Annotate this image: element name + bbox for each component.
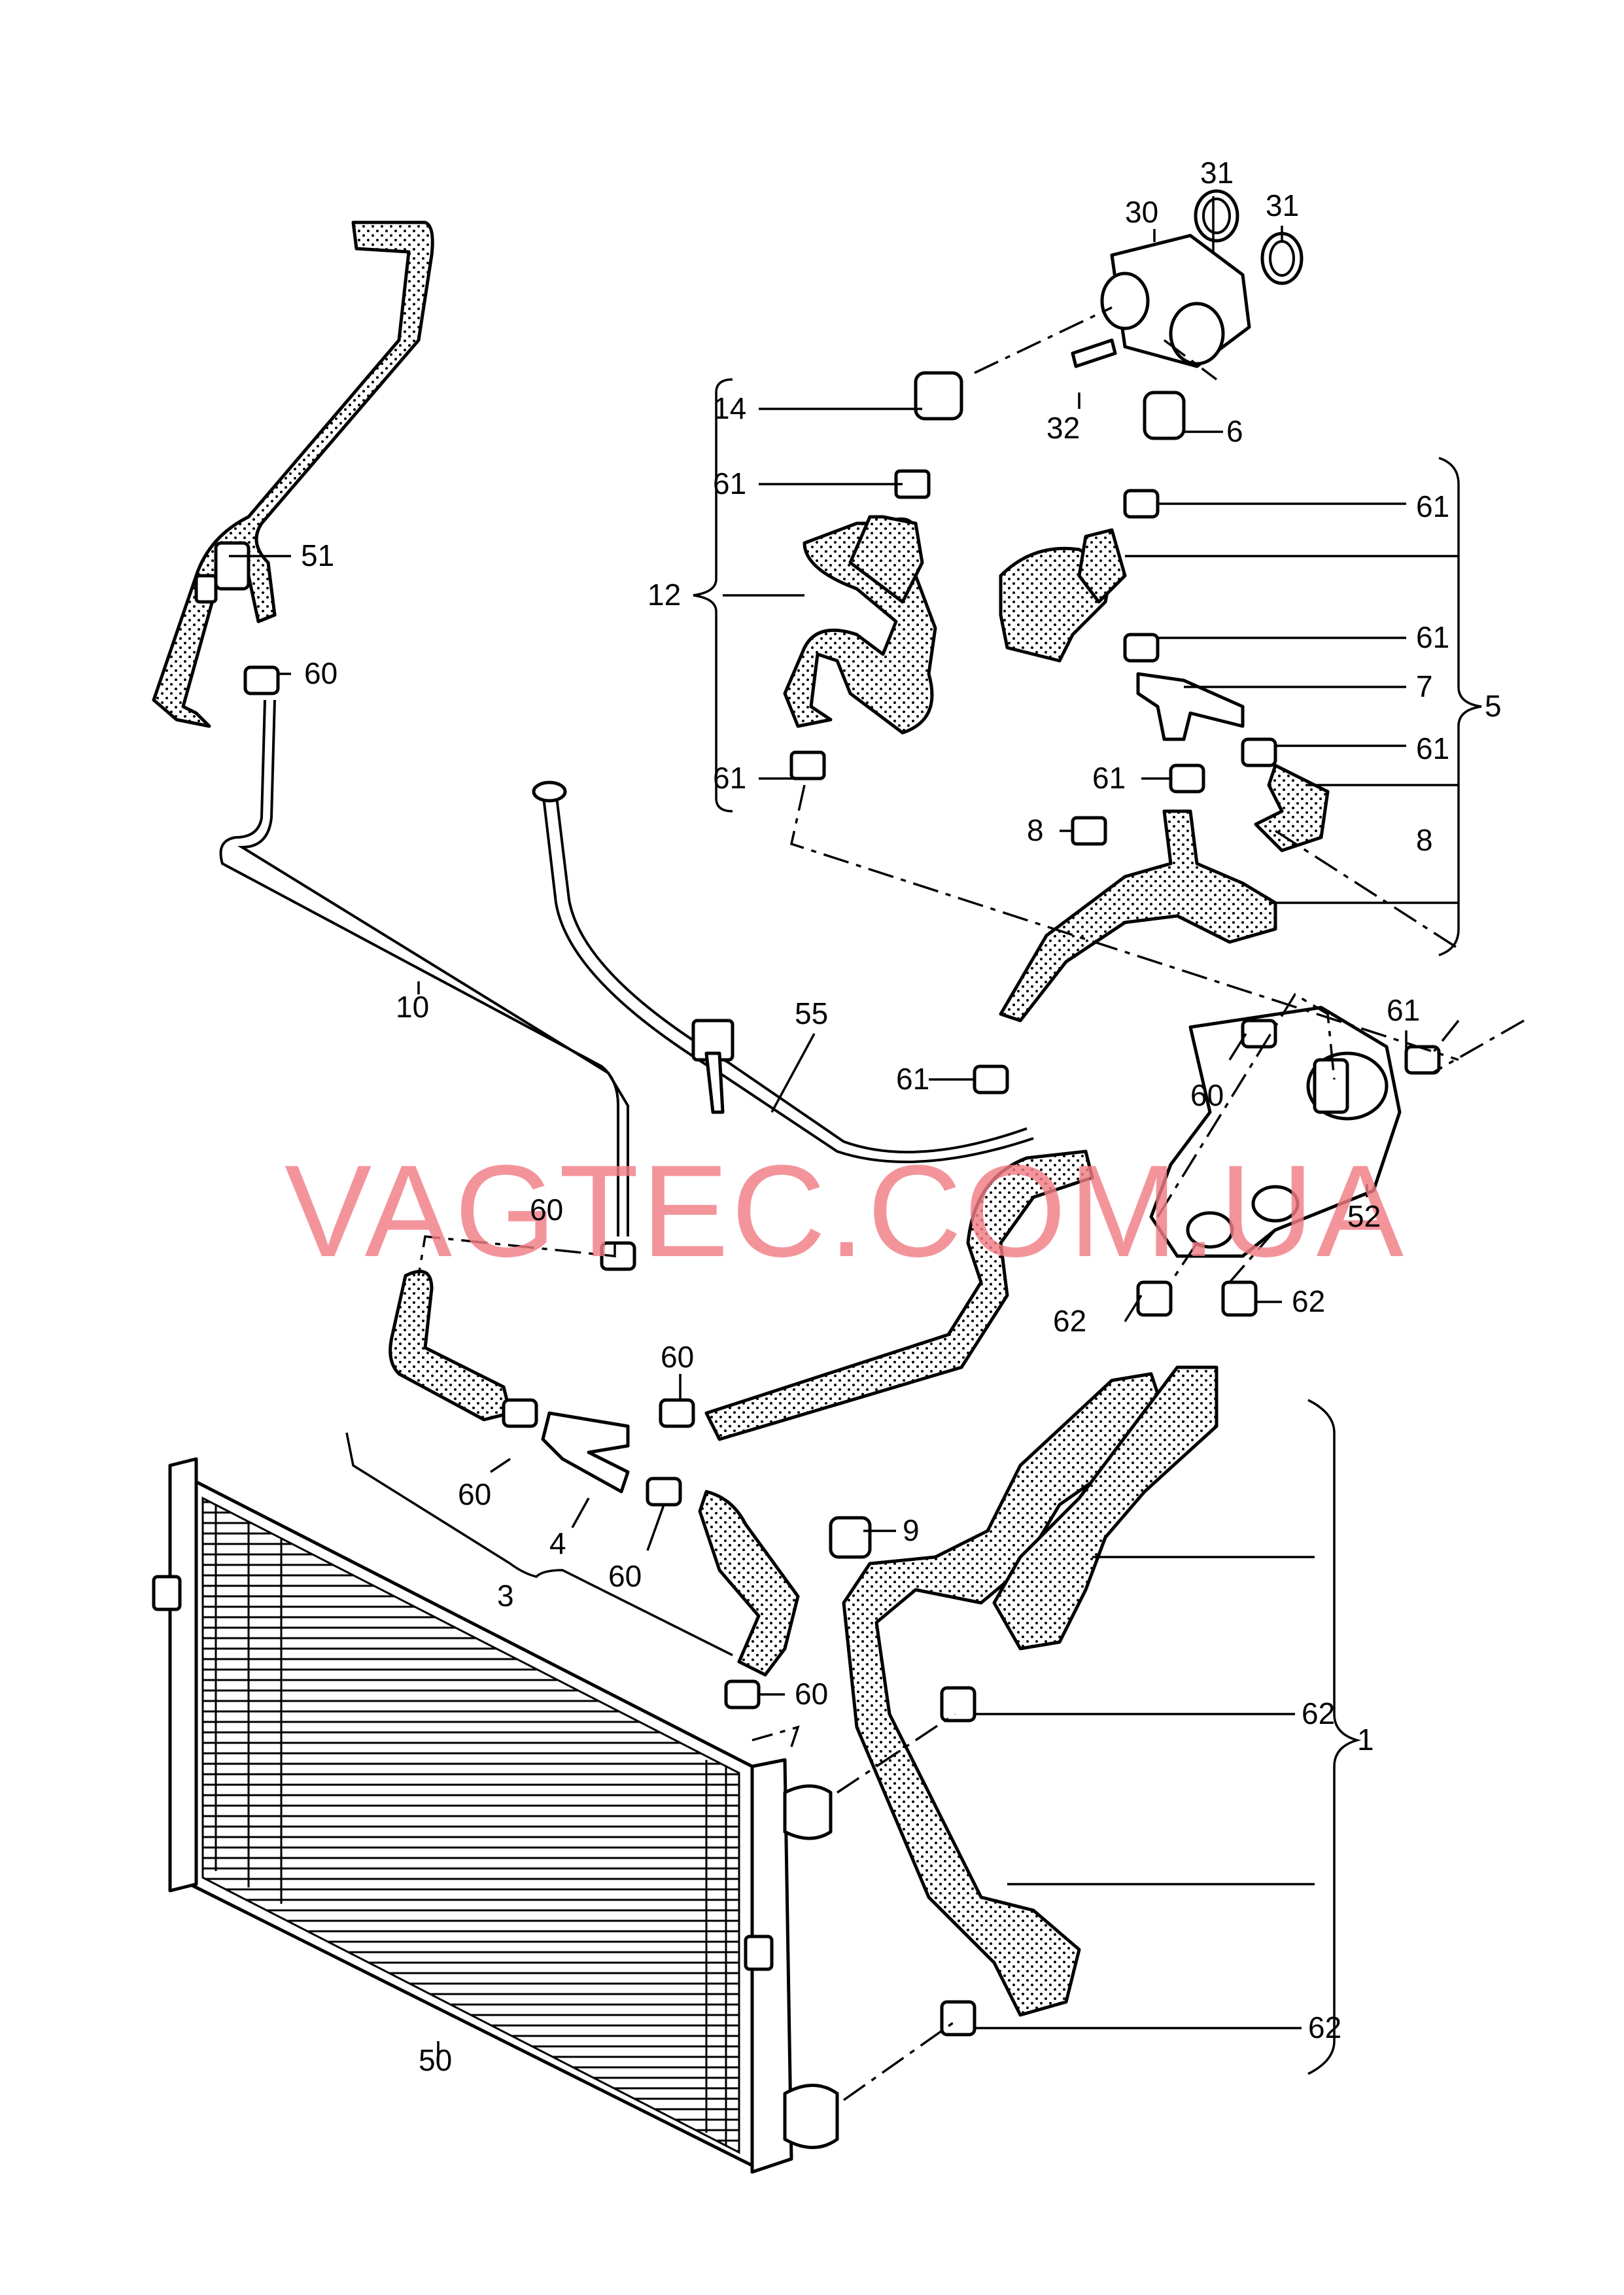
clamp-9 <box>829 1516 872 1559</box>
callout-3: 3 <box>497 1579 514 1613</box>
hose-connector <box>214 541 251 591</box>
callout-60-f: 60 <box>795 1677 828 1711</box>
callout-61-e: 61 <box>1416 731 1449 765</box>
clamp-61-d <box>1123 633 1160 663</box>
callout-14: 14 <box>713 391 746 425</box>
callout-60-d: 60 <box>458 1477 491 1511</box>
callout-12: 12 <box>648 578 681 612</box>
clamp-62-a <box>1136 1280 1173 1317</box>
callout-labels: 1 3 4 5 6 7 8 8 9 10 12 14 30 31 31 32 5… <box>301 156 1502 2077</box>
connector-6 <box>1143 391 1186 440</box>
radiator-lower-outlet <box>783 2084 839 2149</box>
callout-4: 4 <box>549 1526 566 1560</box>
callout-9: 9 <box>903 1513 920 1547</box>
callout-32: 32 <box>1046 411 1080 445</box>
leader-lines <box>229 196 1459 2061</box>
callout-30: 30 <box>1125 195 1158 229</box>
hose-group-12 <box>783 371 963 780</box>
callout-62-b: 62 <box>1292 1284 1325 1318</box>
coolant-pipe-55 <box>532 780 1034 1163</box>
clamp-lower <box>789 750 826 780</box>
t-connector-4 <box>541 1411 630 1494</box>
heater-hose <box>704 1149 1094 1441</box>
callout-60-e: 60 <box>608 1559 642 1593</box>
clamp-60-e <box>646 1477 682 1507</box>
callout-60-g: 60 <box>1190 1078 1224 1112</box>
radiator-mount-bracket-right <box>744 1935 774 1971</box>
callout-61-g: 61 <box>896 1062 929 1096</box>
hose-group-3 <box>389 1269 800 1677</box>
radiator-mount-bracket <box>152 1575 182 1611</box>
clamp-62-b <box>1221 1280 1258 1317</box>
callout-55: 55 <box>795 996 828 1030</box>
callout-6: 6 <box>1226 414 1243 448</box>
clamp-62-d <box>940 2000 976 2037</box>
clamp-60-d <box>659 1398 695 1428</box>
clamp-60-a <box>243 665 280 695</box>
brace-1 <box>1307 1399 1362 2075</box>
clamp-60-b <box>600 1241 636 1271</box>
t-connector-7 <box>1136 672 1245 741</box>
clamp-8 <box>1071 816 1107 846</box>
clamp-60-f <box>724 1679 761 1709</box>
callout-62-c: 62 <box>1302 1696 1335 1730</box>
callout-61-b: 61 <box>713 761 746 795</box>
radiator <box>152 1457 839 2174</box>
clamp-60-c <box>502 1398 538 1428</box>
callout-61-f: 61 <box>1092 761 1126 795</box>
clamp-61-b <box>1404 1045 1441 1075</box>
callout-8-left: 8 <box>1027 813 1044 847</box>
clamp-60-g <box>1241 1019 1277 1049</box>
callout-60-c: 60 <box>661 1340 694 1374</box>
clamp-61-f <box>1169 763 1205 794</box>
assembly-lines <box>417 306 1525 2101</box>
callout-61-h: 61 <box>1387 993 1420 1027</box>
callout-7: 7 <box>1416 669 1433 703</box>
hose-connector-small <box>194 574 218 604</box>
clamp-62-c <box>940 1686 976 1723</box>
radiator-upper-outlet <box>783 1784 833 1840</box>
watermark: VAGTEC.COM.UA <box>285 1138 1406 1284</box>
thermostat-housing <box>1071 189 1304 368</box>
callout-61-a: 61 <box>713 466 746 500</box>
callout-31-right: 31 <box>1266 188 1299 222</box>
callout-62-d: 62 <box>1308 2010 1341 2044</box>
expansion-tank-hose <box>152 220 434 728</box>
clamp-61-a <box>973 1064 1009 1095</box>
callout-52: 52 <box>1347 1199 1381 1233</box>
callout-50: 50 <box>419 2043 452 2077</box>
callout-51: 51 <box>301 538 334 572</box>
coolant-pump <box>1149 1006 1402 1258</box>
brace-5 <box>1438 457 1482 956</box>
hose-group-1 <box>829 1365 1218 2017</box>
callout-10: 10 <box>396 990 429 1024</box>
callout-8-right: 8 <box>1416 823 1433 857</box>
callout-62-a: 62 <box>1053 1304 1086 1338</box>
callout-61-c: 61 <box>1416 489 1449 523</box>
hose-group-5 <box>999 391 1330 1023</box>
callout-1: 1 <box>1357 1723 1374 1757</box>
brace-12 <box>693 378 733 813</box>
bolt <box>1071 338 1117 368</box>
callout-61-d: 61 <box>1416 620 1449 654</box>
callout-31-left: 31 <box>1200 156 1234 190</box>
hose-clamps <box>243 489 1441 2037</box>
connector-14 <box>914 371 963 421</box>
brace-3 <box>345 1432 733 1656</box>
callout-60-a: 60 <box>304 656 337 690</box>
clamp-61-c <box>1123 489 1160 519</box>
clamp-61-e <box>1241 737 1277 767</box>
callout-5: 5 <box>1485 689 1502 723</box>
callout-60-b: 60 <box>530 1193 563 1227</box>
